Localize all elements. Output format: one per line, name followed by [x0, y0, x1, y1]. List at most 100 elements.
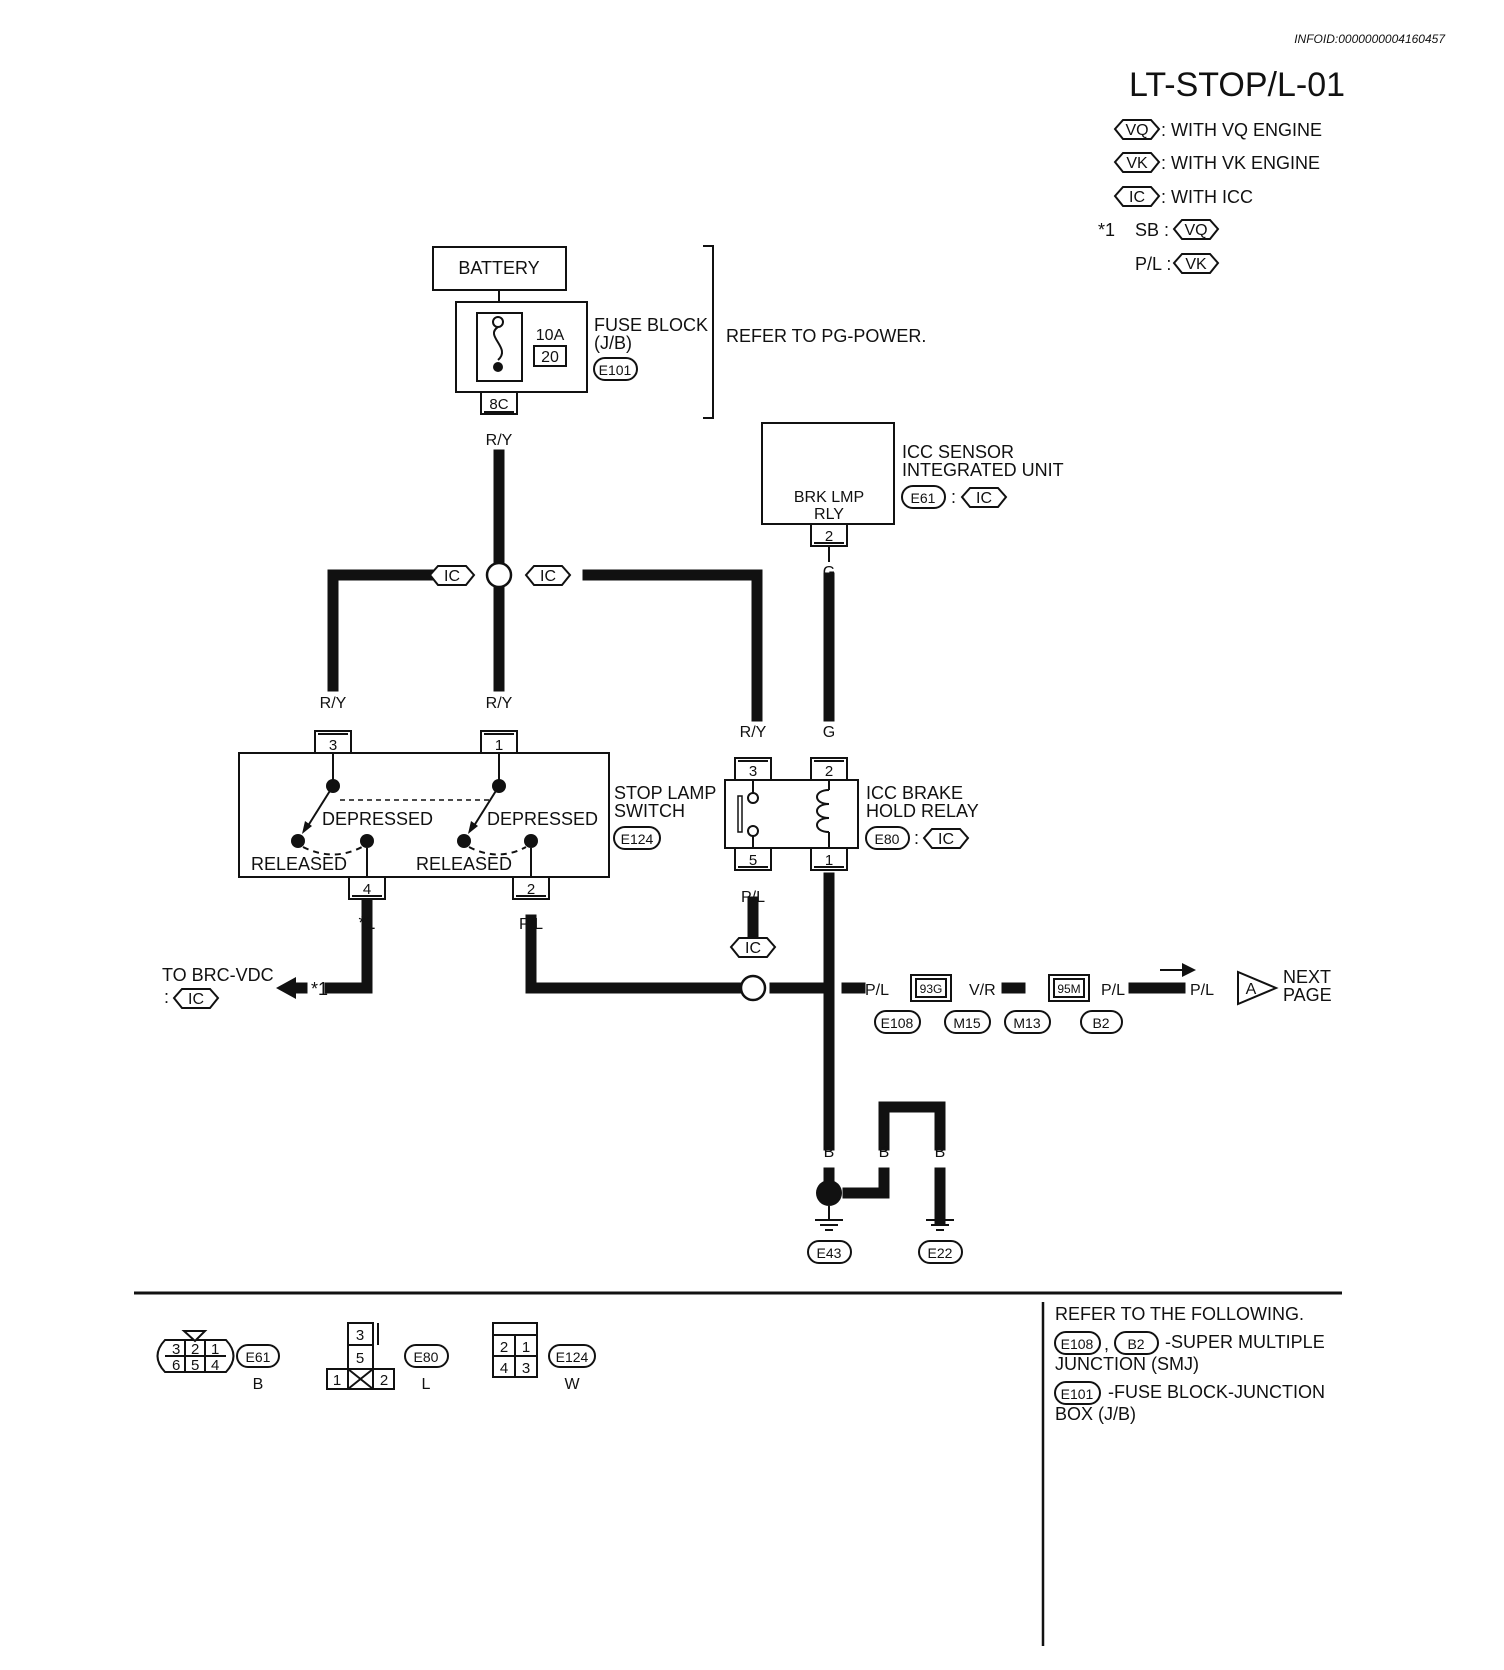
relay-label-1: ICC BRAKE	[866, 783, 963, 803]
relay-terminal-2: 2	[825, 763, 833, 780]
wire-star-brc: *1	[311, 979, 328, 999]
sls-depressed-left: DEPRESSED	[322, 809, 433, 829]
brc-ic-tag-text: IC	[188, 991, 204, 1008]
brc-label: TO BRC-VDC	[162, 965, 274, 985]
icc-sensor-connector-tag	[901, 485, 946, 509]
e124-id: E124	[556, 1349, 589, 1365]
inline-c1-right-tag	[944, 1010, 991, 1034]
e61-color: B	[253, 1376, 264, 1393]
fuse-rating: 10A	[536, 327, 565, 344]
inline-c2-left-tag	[1004, 1010, 1051, 1034]
inline-connector-1-id: 93G	[920, 982, 943, 996]
relay-terminal-5: 5	[749, 852, 757, 869]
e80-pin-3: 3	[356, 1327, 364, 1344]
ground-symbol-2	[926, 1219, 954, 1231]
ref1-connector-b: B2	[1127, 1336, 1144, 1352]
vk-tag-text: VK	[1126, 155, 1148, 172]
vq-tag-2	[1172, 219, 1220, 240]
refer-bracket	[703, 245, 714, 419]
references-title: REFER TO THE FOLLOWING.	[1055, 1304, 1304, 1324]
sls-released-right: RELEASED	[416, 854, 512, 874]
e61-pin-5: 5	[191, 1357, 199, 1374]
sls-label-1: STOP LAMP	[614, 783, 716, 803]
ground-1-id: E43	[817, 1245, 842, 1261]
wire-b-ground-2a: B	[879, 1144, 890, 1161]
inline-c2-right-id: B2	[1092, 1015, 1109, 1031]
e61-pin-4: 4	[211, 1357, 219, 1374]
connector-view-e61: 3 2 1 6 5 4 E61 B	[156, 1330, 280, 1393]
sls-connector-tag	[613, 826, 661, 850]
ic-tag-text: IC	[1129, 189, 1145, 206]
inline-c1-left-id: E108	[881, 1015, 914, 1031]
e124-pin-4: 4	[500, 1360, 508, 1377]
wire-star-switch: *1	[358, 913, 375, 933]
relay-colon: :	[914, 828, 919, 848]
pl-ic-tag	[729, 937, 777, 958]
sls-depressed-right: DEPRESSED	[487, 809, 598, 829]
fuse-block: 10A 20	[455, 301, 588, 393]
icc-brake-hold-relay: 3 2 5 1	[724, 757, 859, 871]
sls-label-2: SWITCH	[614, 801, 685, 821]
inline-connector-2-id: 95M	[1057, 982, 1080, 996]
brc-colon: :	[164, 987, 169, 1007]
sls-released-left: RELEASED	[251, 854, 347, 874]
ref1-connector-a: E108	[1061, 1336, 1094, 1352]
refer-pg-power: REFER TO PG-POWER.	[726, 326, 926, 346]
ic-tag-left-text: IC	[444, 568, 460, 585]
icc-sensor-unit: BRK LMP RLY 2	[761, 422, 895, 547]
e124-pin-2: 2	[500, 1339, 508, 1356]
icc-sensor-terminal: 2	[825, 528, 833, 545]
inline-c1-right-id: M15	[953, 1015, 980, 1031]
fuse-connector-tag	[593, 357, 638, 381]
battery: BATTERY	[432, 246, 567, 291]
wire-ry-mid: R/Y	[486, 695, 513, 712]
next-page-flag	[1237, 970, 1279, 1006]
icc-sensor-label-2: INTEGRATED UNIT	[902, 460, 1064, 480]
wire-ry-left: R/Y	[320, 695, 347, 712]
vq-tag-2-text: VQ	[1184, 222, 1207, 239]
e80-color: L	[422, 1376, 431, 1393]
wire-ry-fuse: R/Y	[486, 432, 513, 449]
e61-pin-6: 6	[172, 1357, 180, 1374]
wire-g-relay: G	[823, 724, 835, 741]
fuse-block-label-2: (J/B)	[594, 333, 632, 353]
e61-id: E61	[246, 1349, 271, 1365]
terminal-8c: 8C	[480, 391, 518, 415]
ic-tag-left	[428, 565, 476, 586]
relay-connector-tag	[865, 826, 910, 850]
vk-tag-2-text: VK	[1185, 256, 1207, 273]
icc-sensor-label-1: ICC SENSOR	[902, 442, 1014, 462]
battery-label: BATTERY	[458, 258, 539, 278]
stop-lamp-switch: 3 1 4 2 DEPRESSED DEPRESSED RELEASED REL…	[238, 730, 610, 900]
page-title: LT-STOP/L-01	[1129, 66, 1345, 104]
wire-pl-relay: P/L	[741, 889, 765, 906]
legend-vk-text: : WITH VK ENGINE	[1161, 153, 1320, 173]
wire-ry-right: R/Y	[740, 724, 767, 741]
ref1-text-2: JUNCTION (SMJ)	[1055, 1354, 1199, 1374]
sls-connector-id: E124	[621, 831, 654, 847]
ground-2-id: E22	[928, 1245, 953, 1261]
wiring	[324, 449, 1186, 1226]
splice-pl	[739, 974, 767, 1002]
legend-vq-text: : WITH VQ ENGINE	[1161, 120, 1322, 140]
ic-tag-right-text: IC	[540, 568, 556, 585]
e61-pin-3: 3	[172, 1341, 180, 1358]
relay-terminal-3: 3	[749, 763, 757, 780]
sls-terminal-4: 4	[363, 881, 371, 898]
wire-b-ground-2b: B	[935, 1144, 946, 1161]
e80-pin-1: 1	[333, 1372, 341, 1389]
fuse-number: 20	[541, 349, 559, 366]
e80-pin-5: 5	[356, 1350, 364, 1367]
vk-tag	[1113, 152, 1161, 173]
vq-tag-text: VQ	[1125, 122, 1148, 139]
ic-tag	[1113, 186, 1161, 207]
direction-arrow	[1160, 963, 1196, 977]
wire-b-relay: B	[824, 889, 835, 906]
e124-pin-3: 3	[522, 1360, 530, 1377]
e80-pin-2: 2	[380, 1372, 388, 1389]
wire-pl-next: P/L	[1190, 982, 1214, 999]
icc-sensor-colon: :	[951, 487, 956, 507]
ground-2-tag	[918, 1240, 963, 1264]
connector-view-e124: 2 1 4 3 E124 W	[492, 1322, 596, 1393]
